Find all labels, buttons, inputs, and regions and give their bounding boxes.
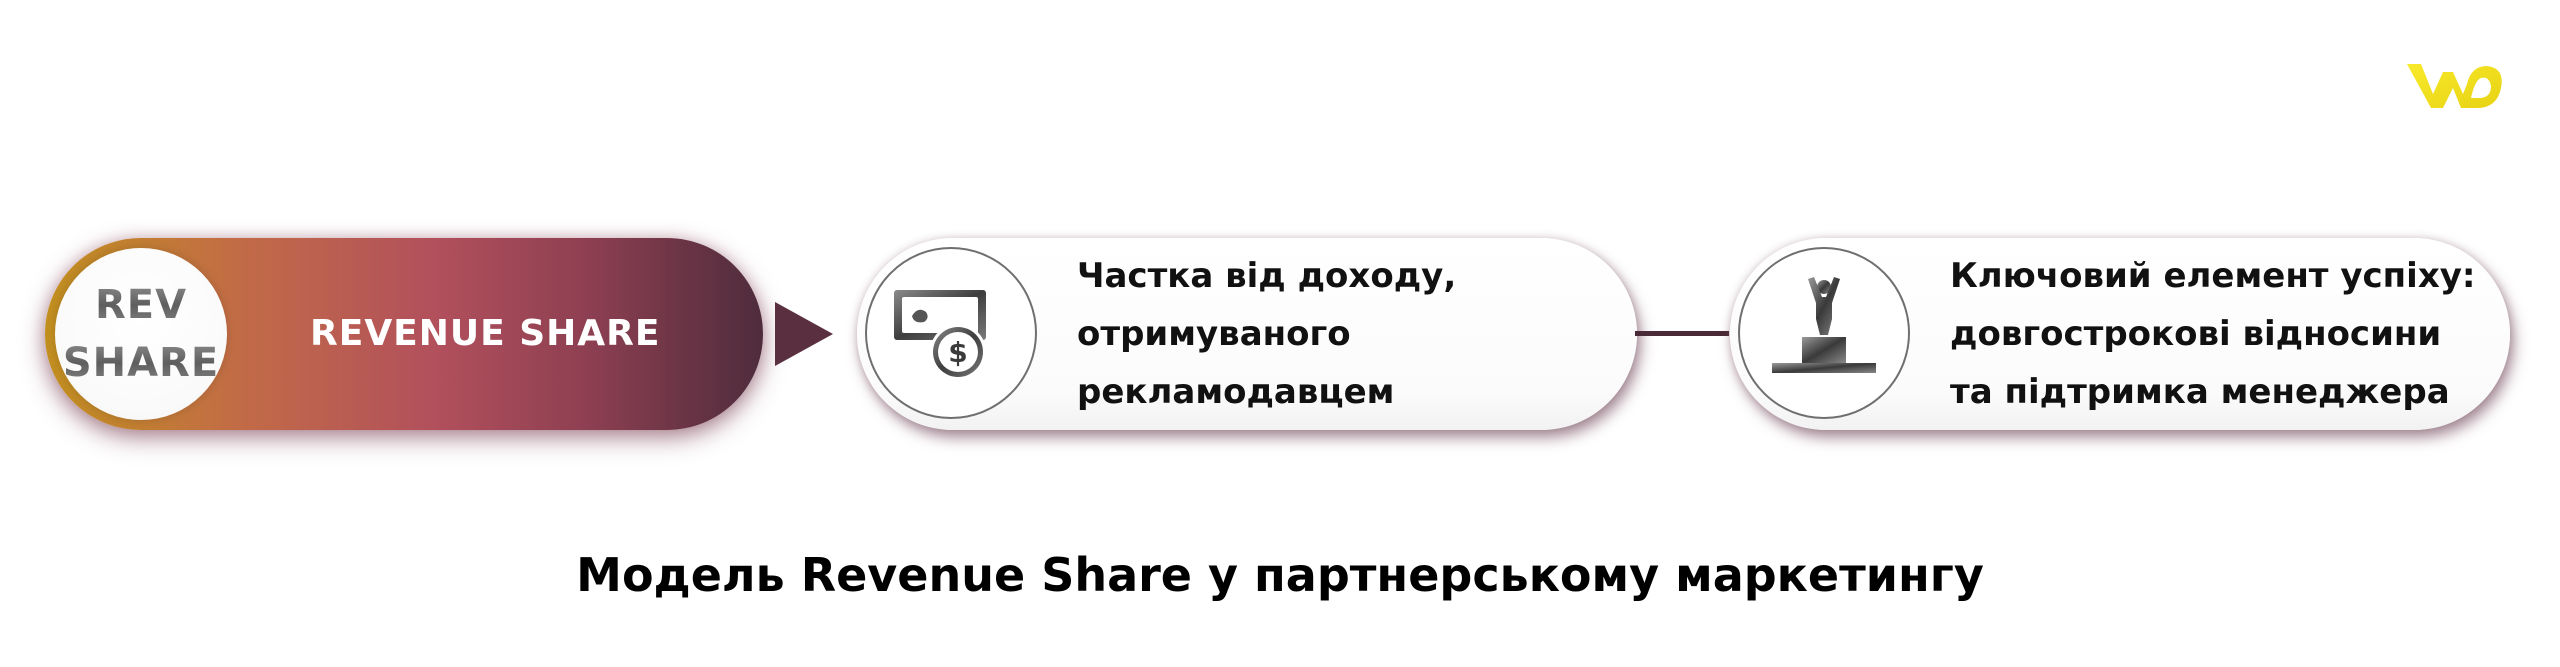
step-text-line: Частка від доходу, <box>1077 256 1457 296</box>
svg-text:$: $ <box>948 336 967 369</box>
icon-circle: $ <box>865 247 1037 419</box>
step-text-line: отримуваного <box>1077 314 1351 354</box>
winner-podium-icon <box>1772 277 1876 373</box>
step-card-success-key: Ключовий елемент успіху: довгострокові в… <box>1730 238 2510 430</box>
step-text: Ключовий елемент успіху: довгострокові в… <box>1950 238 2476 430</box>
connector-line <box>1635 331 1729 336</box>
money-dollar-icon: $ <box>894 290 986 380</box>
step-text-line: довгострокові відносини <box>1950 314 2442 354</box>
wd-logo-icon <box>2407 64 2502 108</box>
step-text-line: та підтримка менеджера <box>1950 372 2450 412</box>
arrow-right-icon <box>775 302 833 366</box>
rev-share-badge: REV SHARE <box>55 248 227 420</box>
step-text-line: Ключовий елемент успіху: <box>1950 256 2476 296</box>
icon-circle <box>1738 247 1910 419</box>
step-card-income-share: $ Частка від доходу, отримуваного реклам… <box>857 238 1637 430</box>
revenue-share-label: REVENUE SHARE <box>310 313 661 354</box>
badge-line-share: SHARE <box>63 334 219 392</box>
diagram-caption: Модель Revenue Share у партнерському мар… <box>576 548 1984 602</box>
step-text: Частка від доходу, отримуваного рекламод… <box>1077 238 1456 430</box>
badge-line-rev: REV <box>95 276 187 334</box>
revenue-share-pill: REV SHARE REVENUE SHARE <box>45 238 763 430</box>
step-text-line: рекламодавцем <box>1077 372 1395 412</box>
